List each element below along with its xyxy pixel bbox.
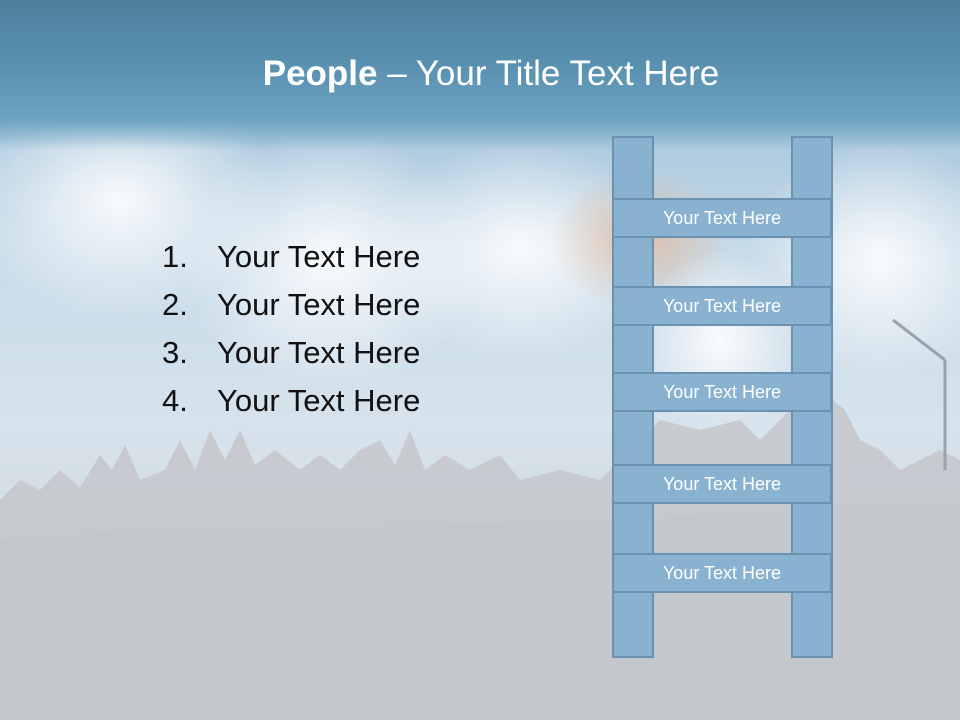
ladder-rung-label: Your Text Here <box>662 296 782 316</box>
title-band <box>0 0 960 150</box>
ladder-rung: Your Text Here <box>612 464 832 504</box>
slide-title: People – Your Title Text Here <box>0 52 960 96</box>
list-item: 3. Your Text Here <box>162 329 420 377</box>
list-item-number: 3. <box>162 335 188 370</box>
list-item: 1. Your Text Here <box>162 233 420 281</box>
title-regular-text: Your Title Text Here <box>415 54 720 93</box>
list-item-text: Your Text Here <box>217 287 421 322</box>
list-item-number: 4. <box>162 383 188 418</box>
title-separator: – <box>377 54 416 93</box>
numbered-list: 1. Your Text Here 2. Your Text Here 3. Your… <box>162 233 420 425</box>
list-item-text: Your Text Here <box>217 335 421 370</box>
title-bold-text: People <box>262 54 378 93</box>
ladder-rung: Your Text Here <box>612 372 832 412</box>
ladder-rung-label: Your Text Here <box>662 474 782 494</box>
ladder-rung-label: Your Text Here <box>662 208 782 228</box>
ladder-rung: Your Text Here <box>612 198 832 238</box>
list-item-number: 1. <box>162 239 188 274</box>
ladder-rung-label: Your Text Here <box>662 382 782 402</box>
ladder-rung: Your Text Here <box>612 553 832 593</box>
list-item: 4. Your Text Here <box>162 377 420 425</box>
list-item-number: 2. <box>162 287 188 322</box>
ladder-rung: Your Text Here <box>612 286 832 326</box>
list-item-text: Your Text Here <box>217 383 421 418</box>
ladder-rung-label: Your Text Here <box>662 563 782 583</box>
list-item-text: Your Text Here <box>217 239 421 274</box>
list-item: 2. Your Text Here <box>162 281 420 329</box>
